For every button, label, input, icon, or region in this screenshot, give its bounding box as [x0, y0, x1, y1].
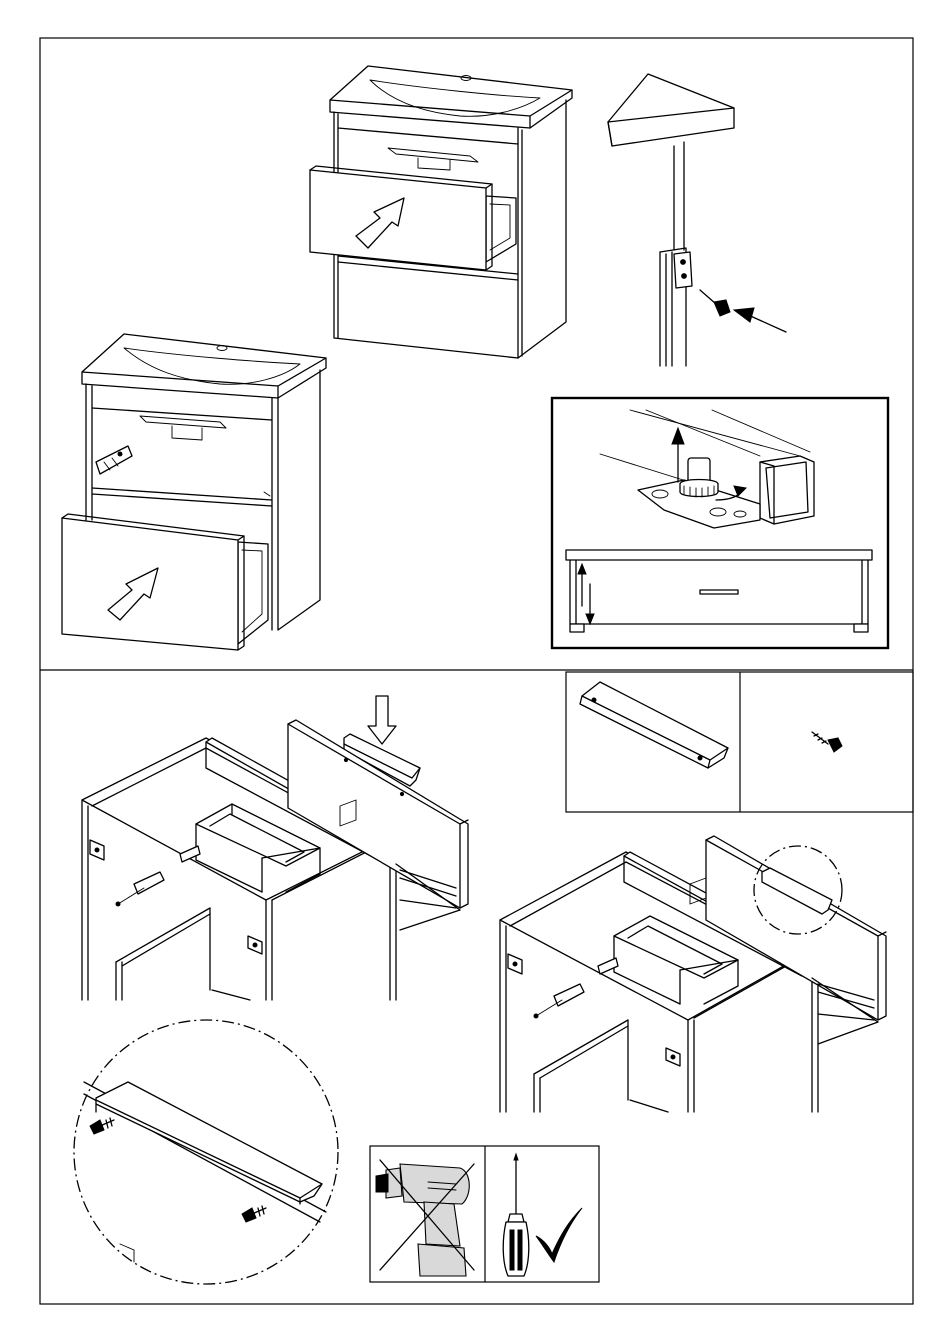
vanity-left-view — [62, 334, 326, 650]
vanity-top-view — [310, 66, 572, 358]
height-arrow-icon — [578, 564, 594, 624]
checkmark-icon — [536, 1208, 582, 1262]
tools-box — [370, 1146, 599, 1282]
screw-icon — [812, 732, 842, 752]
down-arrow-icon — [368, 696, 396, 744]
handle-zoom-detail — [74, 1020, 338, 1284]
drill-crossed-icon — [376, 1160, 474, 1276]
handle-profile-icon — [580, 682, 728, 768]
screwdriver-icon — [503, 1154, 529, 1276]
rail-fixing-detail — [608, 74, 786, 366]
adjust-arrow-icon — [672, 428, 684, 482]
parts-box — [566, 672, 913, 812]
handle-installation-left — [82, 696, 468, 1000]
fixing-screw-icon — [700, 290, 730, 316]
adjustment-detail-box — [552, 398, 888, 648]
handle-installation-right — [500, 836, 886, 1112]
